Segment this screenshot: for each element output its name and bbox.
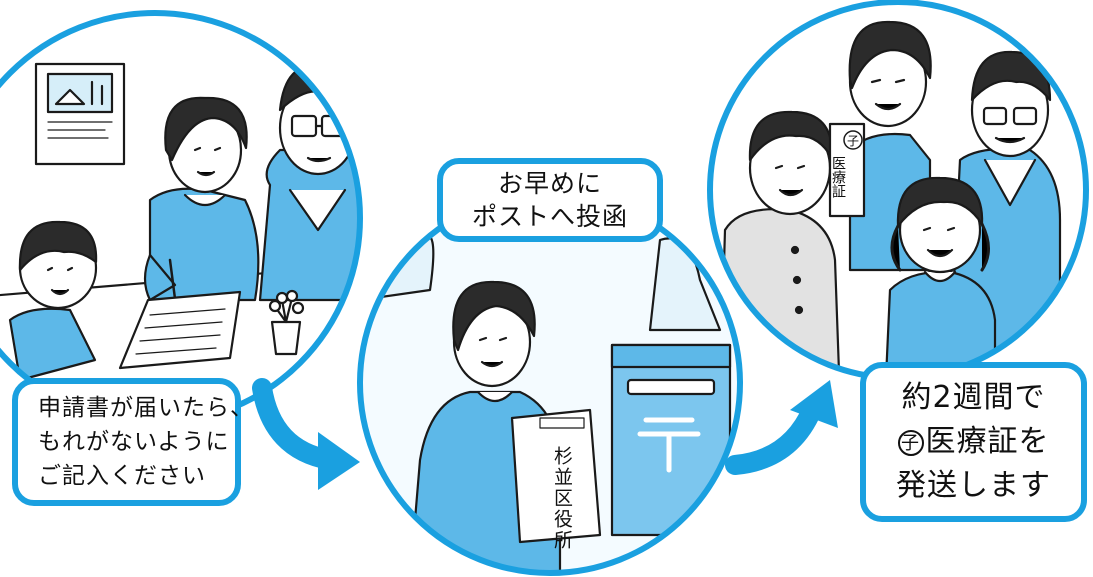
caption-line: 約2週間で: [901, 380, 1046, 415]
curved-arrow-up-right-icon: [725, 380, 838, 475]
caption-box-fill-application: 申請書が届いたら、 もれがないように ご記入ください: [12, 378, 254, 506]
envelope-address-text: 杉並区役所: [551, 446, 573, 551]
certificate-label: 医療証: [830, 156, 846, 198]
scene-certificate-received: [707, 0, 1089, 381]
envelope: [510, 408, 602, 544]
caption-line: もれがないように: [38, 429, 230, 455]
caption-box-post-early: お早めに ポストへ投函: [437, 158, 663, 242]
caption-line: ご記入ください: [38, 463, 206, 489]
japan-post-mark-icon: [637, 417, 701, 473]
flower-pot: [268, 289, 305, 356]
application-paper: [118, 290, 242, 370]
curved-arrow-right-icon: [252, 378, 360, 490]
scene-post-mailbox: [357, 190, 743, 576]
boy-figure: [8, 220, 98, 382]
wall-picture: [34, 62, 126, 166]
caption-line-rest: 医療証を: [925, 424, 1050, 459]
caption-line: お早めに: [497, 169, 602, 198]
certificate-circled-char: 子: [847, 134, 859, 148]
scene-fill-application: [0, 10, 363, 426]
circled-child-char: 子: [897, 429, 924, 456]
certificate-card-text: 子 医療証: [830, 130, 863, 198]
caption-box-certificate-sent: 約2週間で 子医療証を 発送します: [860, 362, 1087, 522]
caption-line: 申請書が届いたら、: [38, 395, 254, 421]
mailbox: [610, 343, 732, 537]
caption-line: 子医療証を: [866, 420, 1081, 464]
mother-figure: [143, 96, 260, 324]
caption-line: ポストへ投函: [471, 202, 628, 231]
caption-line: 発送します: [896, 468, 1051, 503]
